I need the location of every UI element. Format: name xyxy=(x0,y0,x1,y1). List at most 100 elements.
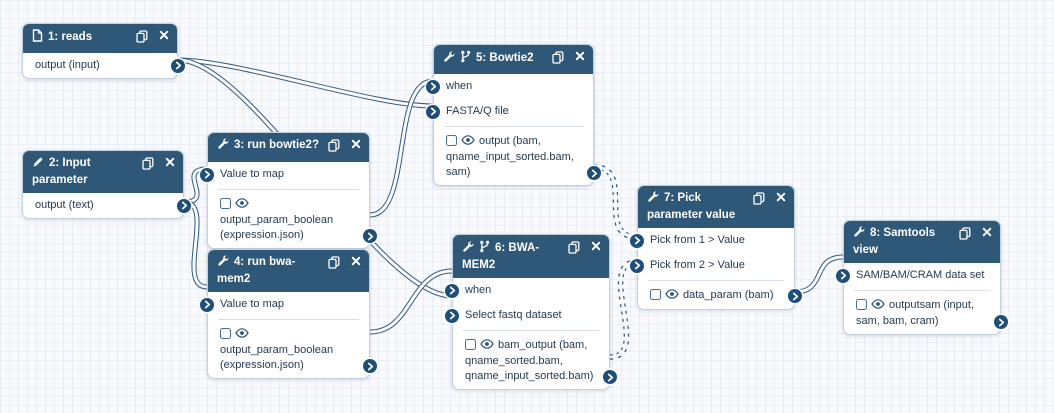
node-title: 1: reads xyxy=(32,29,128,47)
divider xyxy=(218,319,359,320)
node-title: 5: Bowtie2 xyxy=(443,50,544,68)
node-header[interactable]: 6: BWA-MEM2 xyxy=(453,235,609,278)
edge[interactable] xyxy=(183,199,208,290)
input-row: Value to map xyxy=(200,162,369,187)
close-icon[interactable] xyxy=(982,227,992,245)
input-row: FASTA/Q file xyxy=(426,99,593,124)
wrench-icon xyxy=(462,241,474,258)
duplicate-icon[interactable] xyxy=(136,30,148,48)
node-header[interactable]: 3: run bowtie2? xyxy=(208,133,369,162)
output-checkbox[interactable] xyxy=(220,328,231,339)
output-label: output_param_boolean (expression.json) xyxy=(220,344,334,371)
duplicate-icon[interactable] xyxy=(568,241,580,259)
close-icon[interactable] xyxy=(159,30,169,48)
input-label: Value to map xyxy=(220,298,285,310)
eye-icon[interactable] xyxy=(871,299,885,314)
output-checkbox[interactable] xyxy=(465,339,476,350)
file-icon xyxy=(32,29,43,47)
output-checkbox[interactable] xyxy=(446,135,457,146)
output-checkbox[interactable] xyxy=(856,299,867,310)
output-port[interactable] xyxy=(363,359,377,373)
output-label: bam_output (bam, qname_sorted.bam, qname… xyxy=(465,339,594,382)
duplicate-icon[interactable] xyxy=(328,256,340,274)
input-label: when xyxy=(465,284,492,296)
output-row: output_param_boolean (expression.json) xyxy=(208,322,377,378)
node-header[interactable]: 8: Samtools view xyxy=(844,221,1000,263)
output-port[interactable] xyxy=(603,370,617,384)
eye-icon[interactable] xyxy=(665,289,679,304)
output-port[interactable] xyxy=(994,315,1008,329)
input-label: Value to map xyxy=(220,168,285,180)
node-bowtie2[interactable]: 5: Bowtie2 when FASTA/Q file output (bam… xyxy=(426,44,601,186)
close-icon[interactable] xyxy=(165,157,175,175)
output-row: outputsam (input, sam, bam, cram) xyxy=(844,293,1008,334)
edge[interactable] xyxy=(177,57,434,109)
node-samtools-view[interactable]: 8: Samtools view SAM/BAM/CRAM data set o… xyxy=(836,220,1008,335)
input-port[interactable] xyxy=(200,167,214,182)
node-header[interactable]: 5: Bowtie2 xyxy=(434,45,593,74)
output-checkbox[interactable] xyxy=(650,289,661,300)
eye-icon[interactable] xyxy=(461,135,475,150)
edge[interactable] xyxy=(593,164,638,240)
input-port[interactable] xyxy=(630,233,644,248)
input-row: SAM/BAM/CRAM data set xyxy=(836,263,1000,288)
input-row: Select fastq dataset xyxy=(445,303,609,328)
duplicate-icon[interactable] xyxy=(959,227,971,245)
edge[interactable] xyxy=(794,254,844,295)
duplicate-icon[interactable] xyxy=(753,192,765,210)
wrench-icon xyxy=(217,255,229,272)
output-row: output (text) xyxy=(23,193,191,218)
edge[interactable] xyxy=(369,78,434,218)
eye-icon[interactable] xyxy=(235,198,249,213)
edge[interactable] xyxy=(609,259,638,360)
close-icon[interactable] xyxy=(591,241,601,259)
close-icon[interactable] xyxy=(575,51,585,69)
eye-icon[interactable] xyxy=(235,328,249,343)
duplicate-icon[interactable] xyxy=(552,51,564,69)
input-label: when xyxy=(446,80,473,92)
input-port[interactable] xyxy=(630,258,644,273)
node-header[interactable]: 4: run bwa-mem2 xyxy=(208,250,369,292)
output-port[interactable] xyxy=(177,198,191,213)
eye-icon[interactable] xyxy=(480,339,494,354)
node-bwa-mem2[interactable]: 6: BWA-MEM2 when Select fastq dataset ba… xyxy=(445,234,617,390)
edge[interactable] xyxy=(183,166,208,205)
node-reads[interactable]: 1: reads output (input) xyxy=(22,23,185,79)
close-icon[interactable] xyxy=(351,256,361,274)
node-run-bwa-mem2[interactable]: 4: run bwa-mem2 Value to map output_para… xyxy=(200,249,377,379)
node-title: 2: Input parameter xyxy=(32,157,91,186)
close-icon[interactable] xyxy=(776,192,786,210)
output-port[interactable] xyxy=(171,58,185,73)
output-port[interactable] xyxy=(363,229,377,243)
wrench-icon xyxy=(647,191,659,208)
node-pick-parameter-value[interactable]: 7: Pick parameter value Pick from 1 > Va… xyxy=(630,185,802,310)
divider xyxy=(648,280,784,281)
close-icon[interactable] xyxy=(351,139,361,157)
node-header[interactable]: 2: Input parameter xyxy=(23,151,183,193)
input-row: when xyxy=(426,74,593,99)
node-title: 3: run bowtie2? xyxy=(217,138,320,155)
input-port[interactable] xyxy=(426,79,440,94)
input-row: Pick from 2 > Value xyxy=(630,253,794,278)
input-port[interactable] xyxy=(426,104,440,119)
input-port[interactable] xyxy=(200,297,214,312)
output-label: output (input) xyxy=(35,59,100,71)
output-port[interactable] xyxy=(587,166,601,180)
node-input-parameter[interactable]: 2: Input parameter output (text) xyxy=(22,150,191,219)
input-port[interactable] xyxy=(836,268,850,283)
input-port[interactable] xyxy=(445,308,459,323)
node-run-bowtie2[interactable]: 3: run bowtie2? Value to map output_para… xyxy=(200,132,377,249)
output-port[interactable] xyxy=(788,289,802,303)
node-header[interactable]: 1: reads xyxy=(23,24,177,53)
node-header[interactable]: 7: Pick parameter value xyxy=(638,186,794,228)
output-checkbox[interactable] xyxy=(220,198,231,209)
edge[interactable] xyxy=(369,268,453,335)
duplicate-icon[interactable] xyxy=(142,157,154,175)
input-row: Pick from 1 > Value xyxy=(630,228,794,253)
input-row: when xyxy=(445,278,609,303)
output-label: data_param (bam) xyxy=(683,289,774,301)
duplicate-icon[interactable] xyxy=(328,139,340,157)
input-port[interactable] xyxy=(445,283,459,298)
node-title: 8: Samtools view xyxy=(853,226,936,256)
